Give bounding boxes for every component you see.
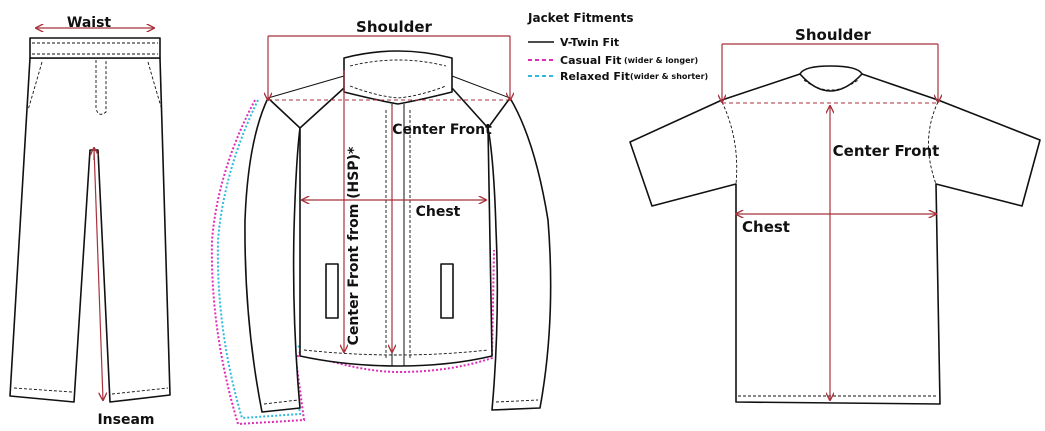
tshirt-armhole-stitch [721,101,939,185]
fly-stitch [95,60,107,115]
tshirt-collar-stitch [803,79,859,91]
legend-relaxed-label: Relaxed Fit [560,70,630,83]
sleeve-cuff-stitch [263,399,539,405]
tshirt-outline [629,73,1041,405]
inseam-measure-arrow [94,148,103,400]
left-pocket [27,61,43,111]
casual-fit-outline [210,99,495,426]
jacket-left-pocket [325,263,339,319]
inseam-label: Inseam [97,412,154,428]
tshirt-shoulder-label: Shoulder [795,26,872,44]
pants-illustration: Waist Inseam [9,15,171,428]
jacket-shoulder-label: Shoulder [356,18,433,36]
jacket-illustration: Shoulder Center Front Chest Center Front… [210,18,552,426]
jacket-center-front-label: Center Front [392,122,492,138]
waistband-stitch [32,42,158,55]
jacket-chest-label: Chest [416,204,461,220]
legend-vtwin-label: V-Twin Fit [560,36,619,49]
tshirt-chest-label: Chest [742,218,790,236]
tshirt-illustration: Shoulder Center Front Chest [629,26,1041,405]
fitment-legend: Jacket Fitments V-Twin Fit Casual Fit (w… [527,11,708,83]
waist-label: Waist [67,15,112,31]
tshirt-collar [799,65,863,92]
legend-casual-label: Casual Fit [560,54,621,67]
jacket-collar [343,50,453,105]
collar-stitch [349,59,447,99]
legend-relaxed-note: (wider & shorter) [630,72,708,81]
right-pocket [147,61,163,111]
jacket-left-sleeve [244,97,301,413]
pants-outline [9,57,171,403]
jacket-right-pocket [440,263,454,319]
zipper-stitch [385,110,411,360]
jacket-right-sleeve [487,97,552,411]
center-front-hsp-label: Center Front from (HSP)* [346,146,362,345]
hem-stitch-jacket [303,349,489,356]
tshirt-center-front-label: Center Front [833,142,940,160]
hem-stitch [13,387,169,395]
legend-title: Jacket Fitments [527,11,634,25]
jacket-shoulder-seams [267,75,511,99]
pants-waistband [29,37,161,59]
legend-casual-note: (wider & longer) [624,56,698,65]
